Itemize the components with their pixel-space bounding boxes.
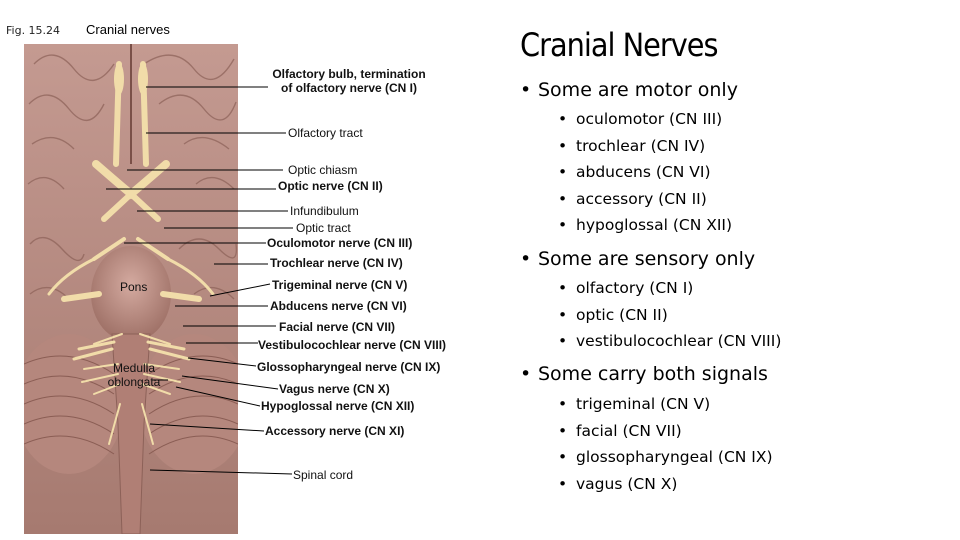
bullet-glyph: • <box>558 328 576 355</box>
bullet-glyph: • <box>558 471 576 498</box>
figure-number: Fig. 15.24 <box>6 24 60 37</box>
list-item: •vestibulocochlear (CN VIII) <box>558 328 781 355</box>
list-item-text: glossopharyngeal (CN IX) <box>576 448 773 466</box>
section-motor-heading-text: Some are motor only <box>538 79 738 101</box>
bullet-glyph: • <box>558 302 576 329</box>
sensory-list: •olfactory (CN I) •optic (CN II) •vestib… <box>558 275 781 355</box>
bullet-glyph: • <box>558 275 576 302</box>
label-pons: Pons <box>120 280 147 294</box>
label-olfactory-bulb-line1: Olfactory bulb, termination <box>258 67 440 81</box>
list-item-text: abducens (CN VI) <box>576 163 711 181</box>
list-item-text: vagus (CN X) <box>576 475 677 493</box>
label-olfactory-bulb-line2: of olfactory nerve (CN I) <box>258 81 440 95</box>
bullet-glyph: • <box>558 212 576 239</box>
label-facial: Facial nerve (CN VII) <box>279 320 395 334</box>
bullet-glyph: • <box>558 159 576 186</box>
label-optic-nerve: Optic nerve (CN II) <box>278 179 383 193</box>
label-olfactory-tract: Olfactory tract <box>288 126 363 140</box>
section-sensory-heading: •Some are sensory only <box>520 248 755 270</box>
bullet-glyph: • <box>558 391 576 418</box>
list-item: •accessory (CN II) <box>558 186 732 213</box>
list-item: •hypoglossal (CN XII) <box>558 212 732 239</box>
label-vagus: Vagus nerve (CN X) <box>279 382 390 396</box>
list-item-text: optic (CN II) <box>576 306 668 324</box>
label-vestibulocochlear: Vestibulocochlear nerve (CN VIII) <box>258 338 446 352</box>
bullet-glyph: • <box>558 186 576 213</box>
list-item: •oculomotor (CN III) <box>558 106 732 133</box>
section-both-heading: •Some carry both signals <box>520 363 768 385</box>
list-item-text: oculomotor (CN III) <box>576 110 722 128</box>
label-oculomotor: Oculomotor nerve (CN III) <box>267 236 412 250</box>
motor-list: •oculomotor (CN III) •trochlear (CN IV) … <box>558 106 732 239</box>
list-item: •olfactory (CN I) <box>558 275 781 302</box>
pons-shape <box>91 246 171 342</box>
label-medulla-line1: Medulla <box>100 361 168 375</box>
section-both-heading-text: Some carry both signals <box>538 363 768 385</box>
bullet-glyph: • <box>558 106 576 133</box>
label-infundibulum: Infundibulum <box>290 204 359 218</box>
list-item: •glossopharyngeal (CN IX) <box>558 444 773 471</box>
bullet-glyph: • <box>558 133 576 160</box>
label-trigeminal: Trigeminal nerve (CN V) <box>272 278 407 292</box>
list-item-text: facial (CN VII) <box>576 422 682 440</box>
list-item-text: accessory (CN II) <box>576 190 707 208</box>
list-item: •trigeminal (CN V) <box>558 391 773 418</box>
label-hypoglossal: Hypoglossal nerve (CN XII) <box>261 399 414 413</box>
label-optic-tract: Optic tract <box>296 221 351 235</box>
slide-title: Cranial Nerves <box>520 26 717 64</box>
bullet-glyph: • <box>520 363 538 385</box>
section-sensory-heading-text: Some are sensory only <box>538 248 755 270</box>
figure-title: Cranial nerves <box>86 22 170 37</box>
label-accessory: Accessory nerve (CN XI) <box>265 424 404 438</box>
list-item-text: trigeminal (CN V) <box>576 395 710 413</box>
label-trochlear: Trochlear nerve (CN IV) <box>270 256 403 270</box>
bullet-glyph: • <box>558 444 576 471</box>
label-optic-chiasm: Optic chiasm <box>288 163 357 177</box>
label-glossopharyngeal: Glossopharyngeal nerve (CN IX) <box>257 360 440 374</box>
list-item: •abducens (CN VI) <box>558 159 732 186</box>
bullet-glyph: • <box>558 418 576 445</box>
list-item-text: hypoglossal (CN XII) <box>576 216 732 234</box>
section-motor-heading: •Some are motor only <box>520 79 738 101</box>
list-item: •trochlear (CN IV) <box>558 133 732 160</box>
list-item: •vagus (CN X) <box>558 471 773 498</box>
list-item-text: trochlear (CN IV) <box>576 137 705 155</box>
list-item: •facial (CN VII) <box>558 418 773 445</box>
label-medulla-line2: oblongata <box>100 375 168 389</box>
bullet-glyph: • <box>520 79 538 101</box>
bullet-glyph: • <box>520 248 538 270</box>
label-olfactory-bulb: Olfactory bulb, termination of olfactory… <box>258 67 440 95</box>
list-item: •optic (CN II) <box>558 302 781 329</box>
label-medulla: Medulla oblongata <box>100 361 168 389</box>
label-spinal-cord: Spinal cord <box>293 468 353 482</box>
label-abducens: Abducens nerve (CN VI) <box>270 299 407 313</box>
both-list: •trigeminal (CN V) •facial (CN VII) •glo… <box>558 391 773 497</box>
list-item-text: olfactory (CN I) <box>576 279 693 297</box>
list-item-text: vestibulocochlear (CN VIII) <box>576 332 781 350</box>
